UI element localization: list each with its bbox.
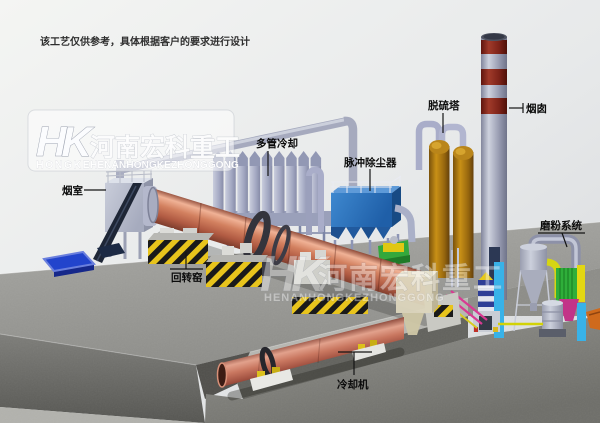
cyan-pillar-right <box>577 303 586 341</box>
label-multi-tube-cooler-text: 多管冷却 <box>256 137 298 150</box>
tower-right <box>453 146 474 278</box>
label-rotary-kiln-text: 回转窑 <box>171 271 203 284</box>
cooler-roller-2b <box>370 340 377 347</box>
hazard-block-kiln-head <box>434 305 453 317</box>
mill-yellow-slab <box>577 265 585 302</box>
collector-hopper-2 <box>346 227 361 239</box>
silo-housing <box>473 311 500 332</box>
watermark-box <box>27 109 235 172</box>
cooler-roller-2a <box>358 344 365 351</box>
tower-pipe-left <box>415 120 443 170</box>
mill-body <box>539 300 566 337</box>
label-pulse-dust-collector-text: 脉冲除尘器 <box>343 156 397 169</box>
cooler-roller-1b <box>272 367 280 375</box>
cooler-open-end <box>216 362 228 388</box>
cooler-outlet-pipe-1 <box>306 166 324 232</box>
collector-hopper-1 <box>331 227 346 239</box>
cooler-seam-2 <box>317 338 321 364</box>
kiln-girth-ring-2 <box>271 224 291 266</box>
platform-texture <box>0 222 600 423</box>
collector-body <box>331 193 392 227</box>
cooler-tubes <box>213 151 322 213</box>
label-grinding-system: 磨粉系统 <box>538 219 585 248</box>
label-chimney: 烟囱 <box>509 102 547 115</box>
disclaimer-note: 该工艺仅供参考，具体根据客户的要求进行设计 <box>40 35 250 48</box>
collector-hopper-4 <box>376 227 391 239</box>
label-pulse-dust-collector: 脉冲除尘器 <box>343 156 397 191</box>
watermark-monogram: HK <box>36 118 94 165</box>
desulfurization-towers <box>415 120 474 287</box>
watermark-brand-en-long: HENANHONGKEZHONGGONG <box>90 160 239 171</box>
kiln-shell <box>152 188 425 306</box>
smoke-chamber-top <box>105 178 153 183</box>
watermark2-brand-cn: 河南宏科重工 <box>318 261 504 295</box>
label-rotary-kiln: 回转窑 <box>170 252 203 284</box>
label-chimney-text: 烟囱 <box>526 102 547 115</box>
watermark-brand-en-short: HONGKE <box>36 159 91 171</box>
pulse-dust-collector <box>331 175 416 254</box>
watermark-primary: HK HONGKE 河南宏科重工 HENANHONGKEZHONGGONG <box>27 109 240 172</box>
pool-front-face <box>54 264 94 277</box>
watermark-brand-cn: 河南宏科重工 <box>90 133 240 162</box>
kiln-head-housing <box>396 271 438 335</box>
chute-base <box>97 243 125 258</box>
kiln-support-station-2 <box>292 250 368 314</box>
cooler-roller-1a <box>257 371 265 379</box>
label-cooling-machine-text: 冷却机 <box>337 378 369 391</box>
kiln-support-station-1 <box>148 228 268 287</box>
collector-top-face <box>331 186 401 193</box>
collector-railing <box>331 175 402 193</box>
mill-main-duct-highlight <box>531 237 578 301</box>
grinding-system <box>424 234 600 341</box>
watermark-secondary: HK 河南宏科重工 HENANHONGKEZHONGGONG <box>260 246 504 305</box>
label-grinding-system-text: 磨粉系统 <box>539 219 582 232</box>
cyclone <box>513 243 553 332</box>
water-pool <box>42 243 125 277</box>
mill-green-box <box>556 268 577 303</box>
cooling-machine <box>216 317 405 401</box>
cooler-base-1 <box>250 369 293 391</box>
mill-magenta-hopper <box>559 299 579 321</box>
tower-left <box>429 140 450 278</box>
cyan-pillar-left <box>494 262 504 338</box>
label-smoke-chamber: 烟室 <box>62 184 106 197</box>
label-smoke-chamber-text: 烟室 <box>62 184 83 197</box>
label-desulfurization-tower: 脱硫塔 <box>428 99 460 133</box>
callout-labels: 烟室 多管冷却 脉冲除尘器 脱硫塔 烟囱 磨粉系统 回转窑 <box>62 99 585 391</box>
kiln-feed-flange <box>147 186 159 224</box>
striped-silo <box>478 272 494 313</box>
collector-hopper-3 <box>361 227 376 239</box>
pool-top <box>42 250 96 273</box>
watermark2-brand-en-long: HENANHONGKEZHONGGONG <box>264 292 445 304</box>
label-multi-tube-cooler: 多管冷却 <box>256 137 298 176</box>
label-desulfurization-tower-text: 脱硫塔 <box>428 99 460 112</box>
kiln-supports <box>148 228 368 314</box>
collector-outlet-elbow <box>394 204 416 243</box>
orange-machine-line <box>588 311 600 316</box>
kiln-head-chute <box>402 313 424 335</box>
label-cooling-machine: 冷却机 <box>337 351 372 391</box>
